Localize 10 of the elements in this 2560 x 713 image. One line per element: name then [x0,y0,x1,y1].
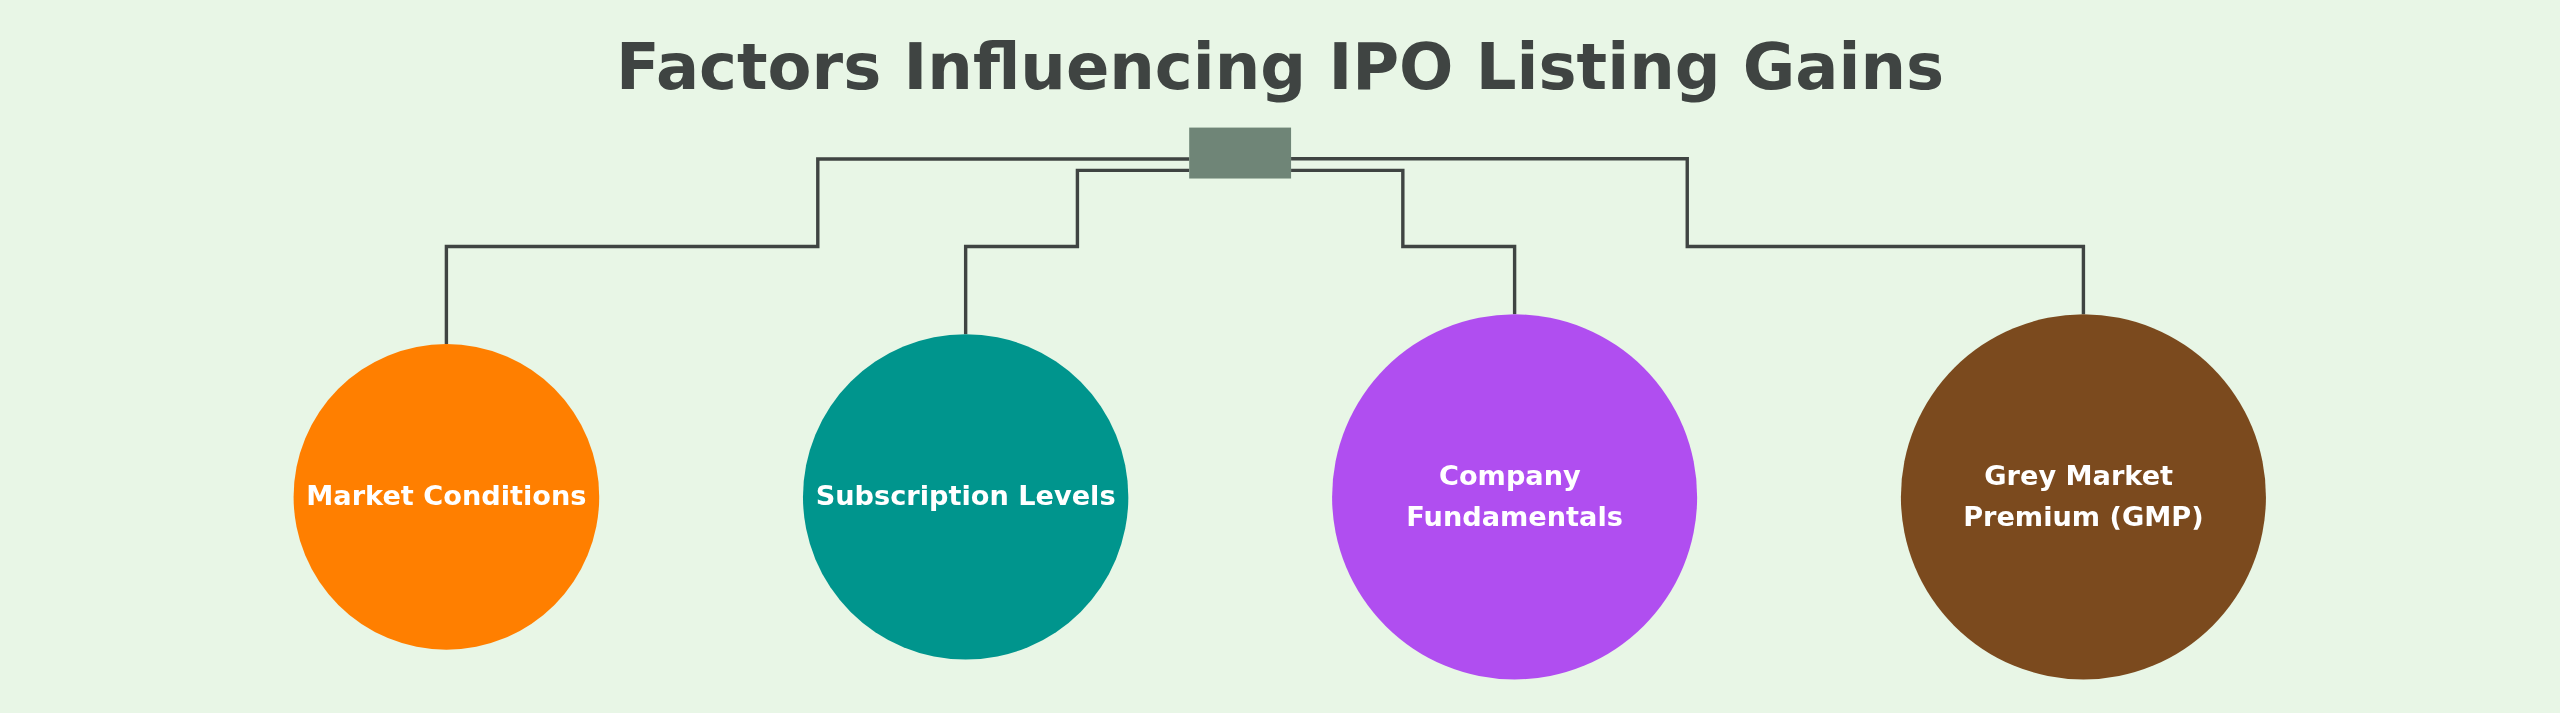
node-bar [1189,127,1292,179]
title: Factors Influencing IPO Listing Gains [615,30,1945,104]
node-circle: Subscription Levels [803,334,1129,660]
connector [444,157,1190,346]
connector [1291,157,2086,317]
node-circle: Company Fundamentals [1332,314,1698,680]
node-circle: Market Conditions [293,344,600,650]
node-circle: Grey Market Premium (GMP) [1901,314,2267,680]
connector [1291,168,1517,317]
connector [964,168,1190,336]
